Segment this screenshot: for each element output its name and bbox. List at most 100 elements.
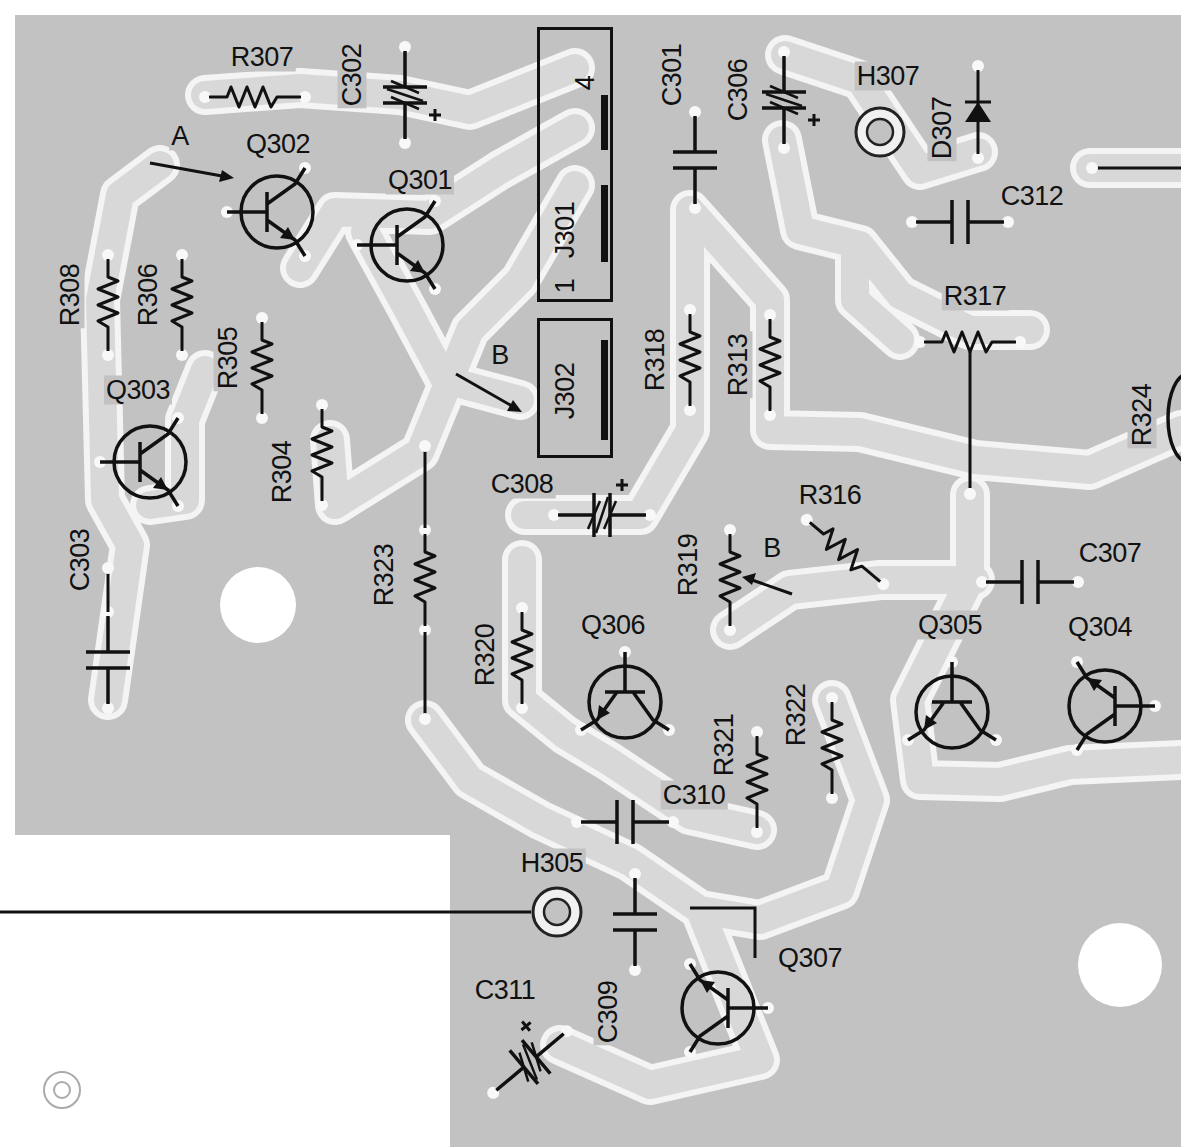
part-label: Q306	[579, 611, 647, 640]
connector-box: 4J301 1	[537, 27, 613, 302]
part-label: R313	[724, 332, 753, 399]
part-label: R316	[797, 481, 864, 510]
resistor-symbol	[98, 249, 118, 361]
connector-label: 4	[572, 76, 599, 91]
part-label: R320	[471, 622, 500, 689]
solder-pad	[419, 713, 431, 725]
part-label: R305	[214, 325, 243, 392]
hole-symbol	[856, 108, 904, 156]
connector-label: J302	[552, 363, 579, 420]
capacitor-symbol	[613, 868, 657, 976]
transistor-symbol	[221, 162, 313, 262]
part-label: H305	[519, 849, 586, 878]
part-label: C310	[661, 781, 728, 810]
part-label: C308	[489, 470, 556, 499]
component-lead	[969, 352, 972, 488]
part-label: R321	[710, 712, 739, 779]
registration-mark	[54, 1082, 70, 1098]
part-label: R317	[942, 282, 1009, 311]
connector-pin-bar	[601, 185, 608, 262]
part-label: D307	[928, 95, 957, 162]
part-label: R324	[1128, 382, 1157, 449]
part-label: C301	[658, 42, 687, 109]
solder-pad	[102, 562, 114, 574]
resistor-symbol	[822, 692, 842, 804]
solder-pad	[964, 488, 976, 500]
leader-line	[1096, 167, 1181, 170]
transistor-symbol	[351, 195, 443, 295]
electrolytic-capacitor-symbol	[383, 41, 441, 149]
board-ground	[15, 15, 1181, 1147]
callout-arrowhead	[507, 400, 522, 412]
component-lead	[107, 572, 110, 612]
trimmer-arrow	[752, 580, 792, 594]
leader-line	[0, 911, 531, 914]
connector-pin-bar	[601, 340, 608, 440]
part-label: Q302	[244, 130, 312, 159]
electrolytic-capacitor-symbol	[762, 46, 820, 154]
part-label: A	[169, 122, 191, 151]
capacitor-symbol	[976, 560, 1084, 604]
callout-arrow	[150, 163, 222, 176]
resistor-symbol	[172, 249, 192, 361]
resistor-symbol	[680, 304, 700, 416]
part-label: Q301	[386, 166, 454, 195]
callout-arrow	[456, 374, 512, 406]
resistor-symbol	[312, 399, 332, 511]
resistor-symbol	[512, 602, 532, 714]
part-label: Q307	[776, 944, 844, 973]
resistor-symbol	[252, 312, 272, 424]
component-lead	[690, 908, 755, 958]
capacitor-symbol	[673, 106, 717, 214]
trace-outline	[100, 55, 1181, 1085]
component-lead	[424, 450, 427, 714]
resistor-body	[1168, 374, 1181, 462]
callout-arrowhead	[219, 170, 234, 182]
hole-symbol	[533, 888, 581, 936]
part-label: B	[761, 534, 783, 563]
part-label: R307	[229, 43, 296, 72]
part-label: R306	[134, 262, 163, 329]
part-label: R318	[641, 327, 670, 394]
diode-symbol	[965, 60, 991, 164]
part-label: R304	[268, 439, 297, 506]
connector-pin-bar	[601, 95, 608, 150]
part-label: H307	[855, 62, 922, 91]
transistor-symbol	[94, 412, 186, 512]
trace-fill	[100, 55, 1181, 1085]
solder-pad	[419, 440, 431, 452]
mounting-hole	[220, 567, 296, 643]
resistor-symbol	[914, 332, 1026, 352]
transistor-symbol	[902, 656, 1002, 748]
capacitor-symbol	[86, 606, 130, 714]
part-label: C303	[66, 527, 95, 594]
transistor-symbol	[1069, 656, 1161, 756]
mounting-hole	[1078, 923, 1162, 1007]
part-label: C306	[724, 57, 753, 124]
part-label: R319	[674, 532, 703, 599]
part-label: Q304	[1066, 613, 1134, 642]
resistor-symbol	[796, 508, 895, 595]
resistor-symbol	[415, 524, 435, 636]
part-label: R308	[56, 262, 85, 329]
electrolytic-capacitor-symbol	[548, 479, 656, 537]
part-label: C307	[1077, 539, 1144, 568]
transistor-symbol	[682, 958, 774, 1058]
part-label: R322	[782, 682, 811, 749]
electrolytic-capacitor-symbol	[465, 1000, 585, 1114]
connector-label: 1	[552, 279, 579, 294]
solder-pad	[1086, 162, 1098, 174]
registration-mark	[44, 1072, 80, 1108]
trimmer-resistor-symbol	[720, 524, 740, 636]
connector-label: J301	[552, 202, 579, 259]
part-label: Q303	[104, 376, 172, 405]
resistor-symbol	[747, 726, 767, 838]
part-label: C311	[473, 976, 538, 1005]
trimmer-arrowhead	[742, 573, 756, 585]
part-label: C312	[999, 182, 1066, 211]
